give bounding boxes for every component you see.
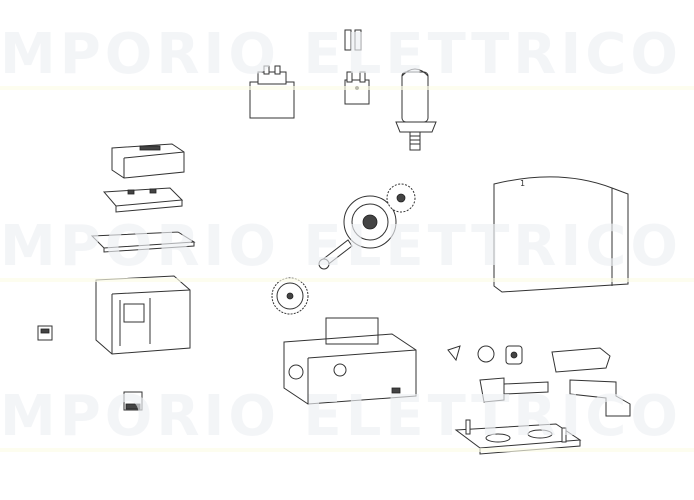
limit-switch [123,391,143,411]
brackets [479,377,631,417]
release-lever [551,347,611,373]
frame-bracket [95,275,191,355]
shaft [318,239,353,270]
part-label: 1 [520,179,525,188]
base-plate [454,419,582,455]
control-board-cover [111,143,185,179]
small-connector [37,325,53,341]
motor [395,68,437,151]
terminal-clips [344,29,362,51]
drive-gear [343,183,416,249]
control-board [102,187,184,213]
mounting-plate [90,231,196,253]
release-knob-parts [447,345,523,365]
capacitor-bracket [344,71,370,105]
transformer [249,65,295,119]
output-gear [271,277,309,315]
gearbox-housing [283,317,417,405]
cover: 1 [493,176,629,293]
